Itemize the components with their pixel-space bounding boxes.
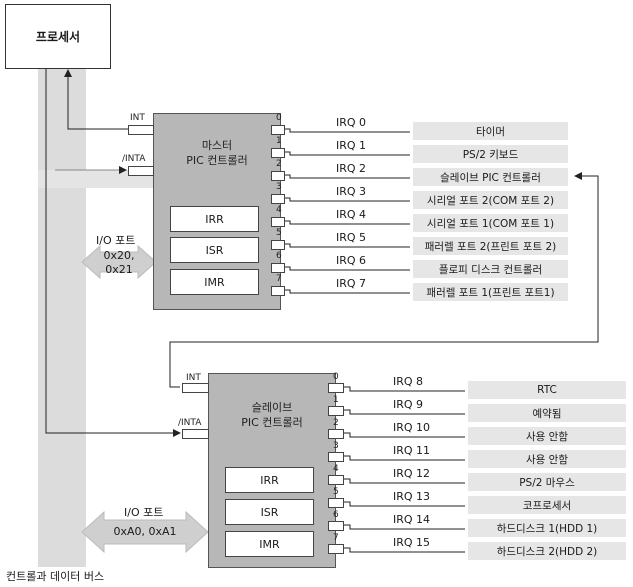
master-io-port-2: 0x21: [105, 263, 133, 276]
irq-label: IRQ 10: [393, 421, 431, 434]
slave-pin-label: 0: [333, 372, 339, 382]
device-serial-2: 시리얼 포트 2(COM 포트 2): [413, 191, 568, 209]
device-ps2-keyboard: PS/2 키보드: [413, 145, 568, 163]
slave-io-ports: 0xA0, 0xA1: [113, 525, 177, 538]
device-hdd-2: 하드디스크 2(HDD 2): [468, 542, 626, 560]
slave-pin-label: 5: [333, 487, 339, 497]
master-io-port-1: 0x20,: [103, 249, 135, 262]
master-imr-register: IMR: [170, 269, 259, 295]
slave-imr-register: IMR: [225, 531, 314, 557]
bus-label: 컨트롤과 데이터 버스: [6, 570, 105, 583]
master-inta-pin: [128, 166, 154, 176]
slave-inta-label: /INTA: [178, 418, 202, 428]
irq-label: IRQ 11: [393, 444, 431, 457]
device-serial-1: 시리얼 포트 1(COM 포트 1): [413, 214, 568, 232]
slave-pin-3: [328, 452, 344, 462]
device-unused-2: 사용 안함: [468, 450, 626, 468]
irq-label: IRQ 13: [393, 490, 431, 503]
master-pin-label: 4: [276, 205, 282, 215]
slave-title-2: PIC 컨트롤러: [241, 416, 303, 429]
slave-pin-1: [328, 406, 344, 416]
master-inta-label: /INTA: [122, 154, 146, 164]
processor-box: 프로세서: [5, 4, 111, 69]
irq-label: IRQ 4: [336, 208, 367, 221]
processor-label: 프로세서: [35, 30, 81, 44]
slave-inta-pin: [182, 429, 209, 439]
slave-pin-5: [328, 498, 344, 508]
master-pin-label: 7: [276, 274, 282, 284]
master-pin-label: 6: [276, 251, 282, 261]
irq-label: IRQ 5: [336, 231, 367, 244]
irq-label: IRQ 12: [393, 467, 431, 480]
master-int-label: INT: [130, 113, 145, 123]
slave-int-label: INT: [186, 373, 201, 383]
slave-pin-label: 7: [333, 533, 339, 543]
slave-pin-2: [328, 429, 344, 439]
device-parallel-2: 패러렐 포트 2(프린트 포트 2): [413, 237, 568, 255]
slave-io-label: I/O 포트: [124, 506, 164, 519]
slave-pin-label: 6: [333, 510, 339, 520]
master-pin-7: [271, 286, 285, 296]
master-pin-1: [271, 148, 285, 158]
master-int-pin: [128, 125, 154, 135]
slave-isr-register: ISR: [225, 499, 314, 525]
slave-pin-label: 4: [333, 464, 339, 474]
master-pin-label: 0: [276, 113, 282, 123]
master-title-1: 마스터: [201, 139, 233, 152]
irq-label: IRQ 6: [336, 254, 367, 267]
irq-label: IRQ 14: [393, 513, 431, 526]
slave-pin-label: 2: [333, 418, 339, 428]
slave-pin-label: 1: [333, 395, 339, 405]
slave-pin-label: 3: [333, 441, 339, 451]
slave-pin-6: [328, 521, 344, 531]
slave-irr-register: IRR: [225, 467, 314, 493]
irq-label: IRQ 15: [393, 536, 431, 549]
slave-pin-7: [328, 544, 344, 554]
device-coprocessor: 코프로세서: [468, 496, 626, 514]
irq-label: IRQ 1: [336, 139, 367, 152]
master-pin-label: 5: [276, 228, 282, 238]
master-pin-6: [271, 263, 285, 273]
master-pin-0: [271, 125, 285, 135]
master-pin-4: [271, 217, 285, 227]
device-ps2-mouse: PS/2 마우스: [468, 473, 626, 491]
irq-label: IRQ 3: [336, 185, 367, 198]
master-pin-2: [271, 171, 285, 181]
device-unused-1: 사용 안함: [468, 427, 626, 445]
device-hdd-1: 하드디스크 1(HDD 1): [468, 519, 626, 537]
slave-pin-4: [328, 475, 344, 485]
slave-title-1: 슬레이브: [251, 401, 293, 414]
device-parallel-1: 패러렐 포트 1(프린트 포트1): [413, 283, 568, 301]
slave-pin-0: [328, 383, 344, 393]
master-pin-3: [271, 194, 285, 204]
master-irr-register: IRR: [170, 206, 259, 232]
master-pin-label: 2: [276, 159, 282, 169]
master-isr-register: ISR: [170, 237, 259, 263]
irq-label: IRQ 9: [393, 398, 424, 411]
master-pin-label: 3: [276, 182, 282, 192]
master-pin-5: [271, 240, 285, 250]
device-timer: 타이머: [413, 122, 568, 140]
irq-label: IRQ 8: [393, 375, 424, 388]
device-reserved: 예약됨: [468, 404, 626, 422]
slave-int-pin: [182, 383, 209, 393]
irq-label: IRQ 0: [336, 116, 367, 129]
irq-label: IRQ 7: [336, 277, 367, 290]
master-io-label: I/O 포트: [96, 234, 136, 247]
irq-label: IRQ 2: [336, 162, 367, 175]
device-floppy: 플로피 디스크 컨트롤러: [413, 260, 568, 278]
master-pin-label: 1: [276, 136, 282, 146]
device-rtc: RTC: [468, 381, 626, 399]
master-title-2: PIC 컨트롤러: [186, 154, 248, 167]
bus-to-master-band: [38, 170, 156, 188]
device-slave-pic: 슬레이브 PIC 컨트롤러: [413, 168, 568, 186]
